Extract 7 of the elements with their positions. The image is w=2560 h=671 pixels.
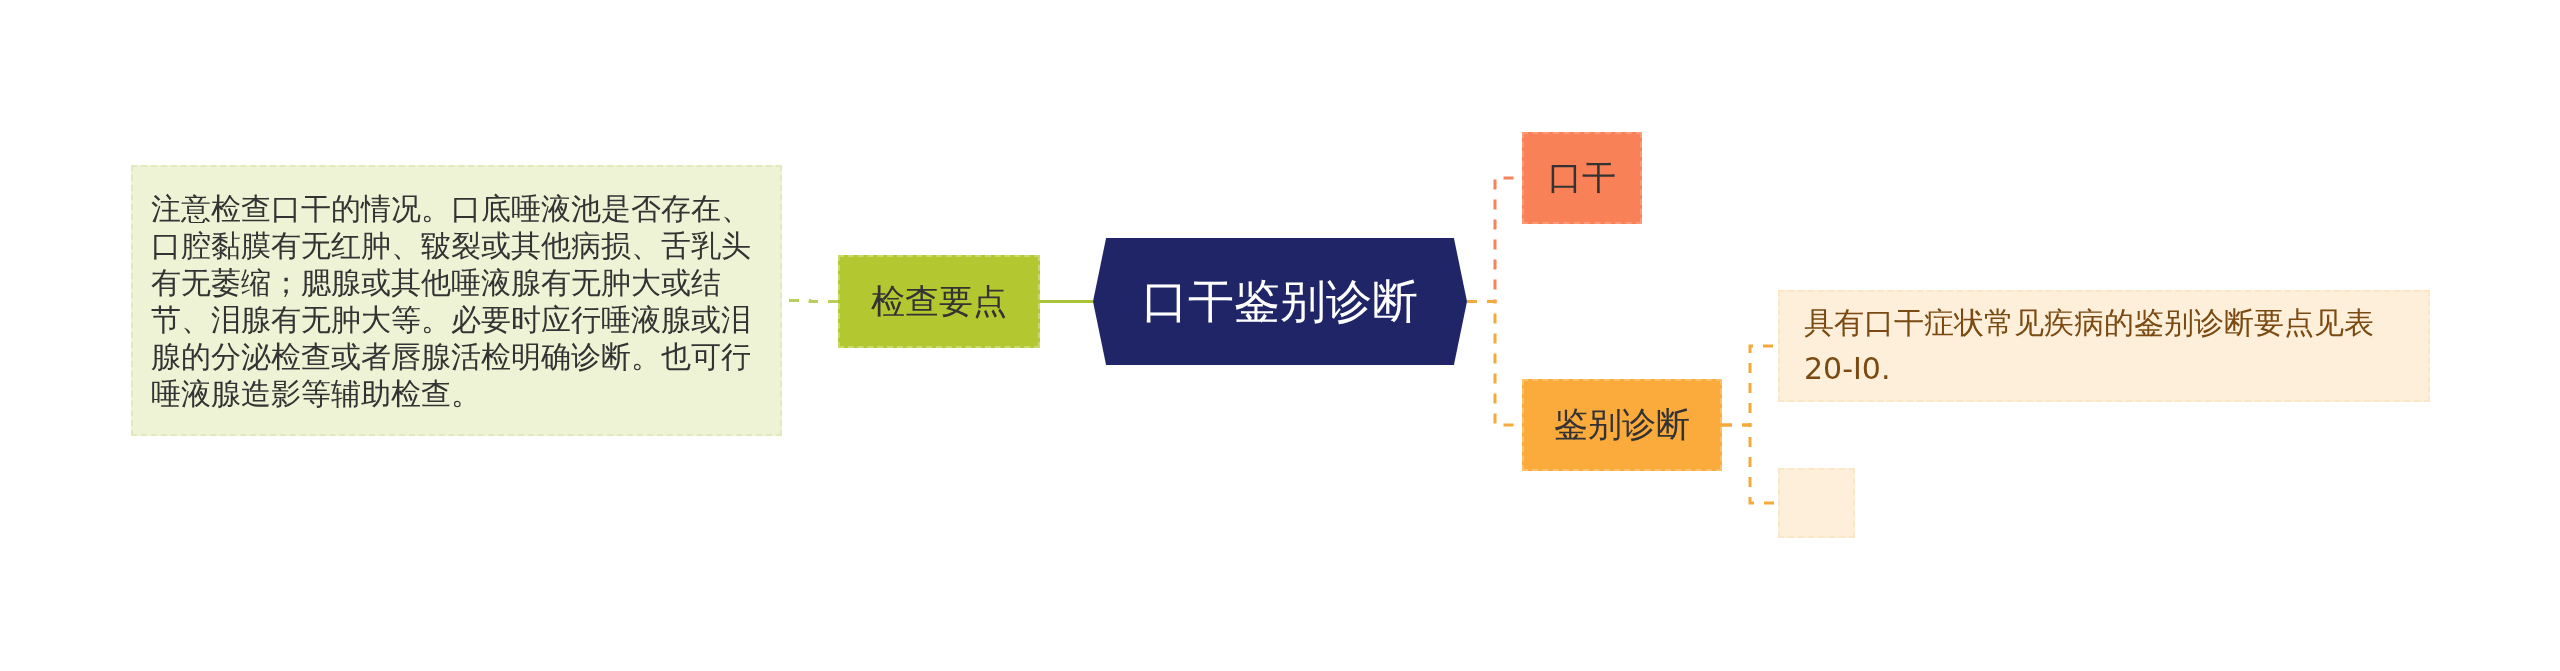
branch-box: 口干 — [1522, 132, 1642, 224]
connector-line — [1040, 300, 1093, 303]
branch-box: 检查要点 — [838, 255, 1040, 348]
branch-box: 鉴别诊断 — [1522, 379, 1722, 471]
note-box: 注意检查口干的情况。口底唾液池是否存在、口腔黏膜有无红肿、皲裂或其他病损、舌乳头有无萎缩；腮腺或其他唾液腺有无肿大或结节、泪腺有无肿大等。必要时应行唾液腺或泪腺的分泌检查或者唇腺活检明确诊断。也可行唾液腺造影等辅助检查。 — [131, 165, 782, 436]
empty-box — [1778, 468, 1855, 538]
note-box: 具有口干症状常见疾病的鉴别诊断要点见表20-I0. — [1778, 290, 2430, 402]
